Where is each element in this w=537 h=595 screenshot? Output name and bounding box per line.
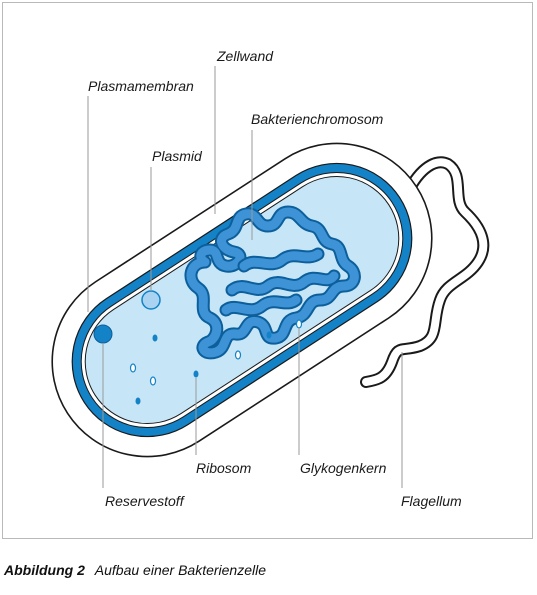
label-bakterienchromosom: Bakterienchromosom: [251, 111, 384, 127]
label-reservestoff: Reservestoff: [105, 493, 186, 509]
ribosome-dot: [193, 370, 199, 378]
flagellum-shape: [360, 156, 490, 388]
glycogen-granule: [149, 376, 157, 386]
caption-text: Aufbau einer Bakterienzelle: [94, 562, 267, 578]
label-glykogenkern: Glykogenkern: [300, 460, 387, 476]
chromosome-shape: [184, 205, 361, 360]
reservestoff-shape: [93, 324, 113, 344]
figure-caption: Abbildung 2 Aufbau einer Bakterienzelle: [4, 562, 266, 578]
label-plasmamembran: Plasmamembran: [88, 78, 194, 94]
glycogen-granule: [234, 350, 242, 360]
ribosome-dot: [266, 331, 272, 339]
ribosome-dot: [152, 334, 158, 342]
glycogen-granule: [129, 363, 137, 373]
caption-label: Abbildung 2: [4, 562, 85, 578]
glycogen-granule: [295, 319, 303, 329]
label-ribosom: Ribosom: [196, 460, 252, 476]
label-plasmid: Plasmid: [152, 148, 203, 164]
plasmid-shape: [141, 290, 161, 310]
label-zellwand: Zellwand: [216, 48, 274, 64]
cell-body: [51, 142, 433, 458]
label-flagellum: Flagellum: [401, 493, 462, 509]
ribosome-dot: [135, 397, 141, 405]
